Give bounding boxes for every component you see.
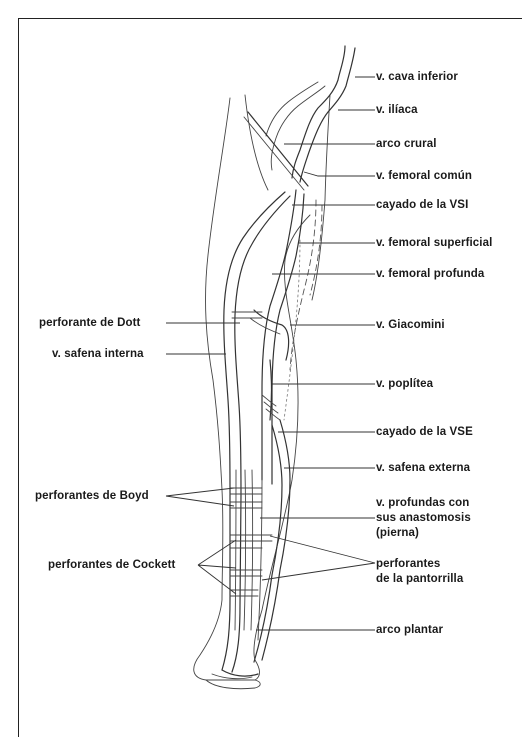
label-arco-crural: arco crural <box>376 138 437 151</box>
label-vena-iliaca: v. ilíaca <box>376 104 418 117</box>
label-safena-interna: v. safena interna <box>52 348 144 361</box>
label-profundas-line1: v. profundas con <box>376 497 469 510</box>
label-perforantes-cockett: perforantes de Cockett <box>48 559 175 572</box>
label-profundas-line2: sus anastomosis <box>376 512 471 525</box>
label-safena-externa: v. safena externa <box>376 462 470 475</box>
label-femoral-comun: v. femoral común <box>376 170 472 183</box>
label-pantorrilla-line2: de la pantorrilla <box>376 573 463 586</box>
deep-and-superficial-veins <box>222 190 322 676</box>
label-poplitea: v. poplítea <box>376 378 433 391</box>
vena-cava-iliaca <box>244 46 355 190</box>
label-arco-plantar: arco plantar <box>376 624 443 637</box>
label-perforante-dott: perforante de Dott <box>39 317 140 330</box>
label-pantorrilla-line1: perforantes <box>376 558 440 571</box>
label-femoral-superficial: v. femoral superficial <box>376 237 492 250</box>
label-vena-cava-inferior: v. cava inferior <box>376 71 458 84</box>
label-cayado-vse: cayado de la VSE <box>376 426 473 439</box>
label-giacomini: v. Giacomini <box>376 319 445 332</box>
leader-lines <box>166 77 375 630</box>
label-cayado-vsi: cayado de la VSI <box>376 199 468 212</box>
label-perforantes-boyd: perforantes de Boyd <box>35 490 149 503</box>
label-femoral-profunda: v. femoral profunda <box>376 268 484 281</box>
label-profundas-line3: (pierna) <box>376 527 419 540</box>
